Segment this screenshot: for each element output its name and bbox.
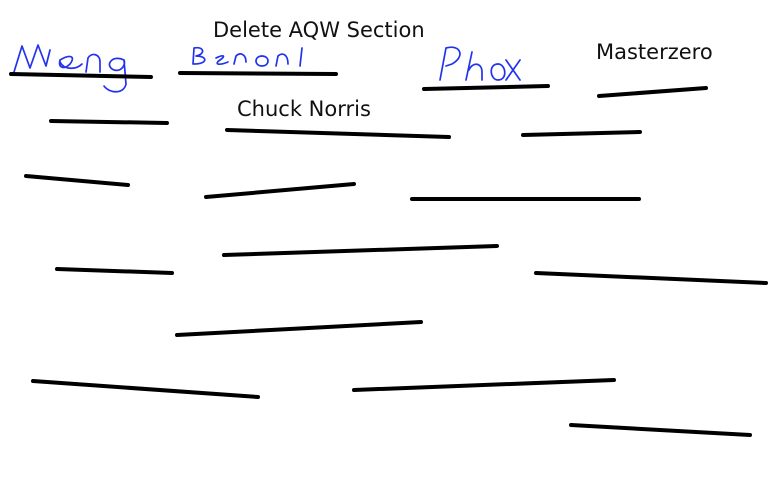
rule-line xyxy=(204,182,356,199)
rule-line xyxy=(55,267,174,275)
rules xyxy=(9,71,768,437)
rule-line xyxy=(597,86,708,98)
rule-line xyxy=(225,128,451,139)
rule-line xyxy=(534,271,768,285)
handwritten-phox xyxy=(439,46,521,81)
handwritten-benoni xyxy=(192,46,303,67)
rule-line xyxy=(422,84,550,91)
heading: Delete AQW Section xyxy=(213,18,425,42)
rule-line xyxy=(49,119,169,125)
rule-line xyxy=(175,320,423,337)
rule-line xyxy=(569,423,752,437)
rule-line xyxy=(31,379,260,399)
rule-line xyxy=(352,378,616,392)
rule-line xyxy=(9,72,153,79)
name-label-masterzero: Masterzero xyxy=(596,40,713,64)
name-label-chuck-norris: Chuck Norris xyxy=(237,97,371,121)
rule-line xyxy=(222,244,499,257)
handwritten-meng xyxy=(13,44,127,93)
rule-line xyxy=(178,71,338,76)
rule-line xyxy=(24,174,130,187)
rule-line xyxy=(521,130,642,137)
